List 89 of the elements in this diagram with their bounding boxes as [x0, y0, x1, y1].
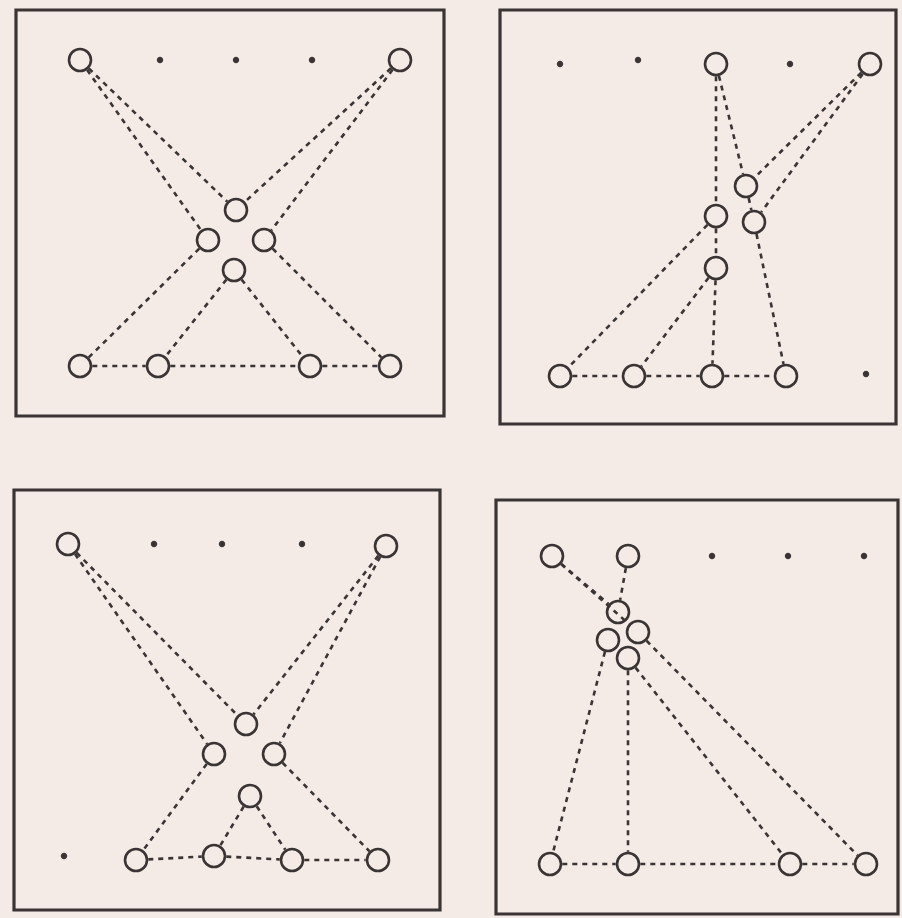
circle: [625, 619, 651, 645]
circle: [237, 783, 263, 809]
dashed-line: [170, 364, 298, 368]
dashed-line: [270, 69, 394, 231]
dashed-line: [626, 670, 630, 852]
circle: [741, 209, 767, 235]
dashed-line: [148, 855, 202, 861]
dashed-line: [164, 278, 228, 358]
circle: [201, 741, 227, 767]
dashed-line: [322, 364, 378, 368]
circle: [615, 543, 641, 569]
circle: [373, 533, 399, 559]
dashed-line: [278, 556, 382, 744]
dashed-line: [753, 71, 863, 179]
panel-frame: [494, 498, 900, 916]
circle: [615, 851, 641, 877]
circle: [773, 363, 799, 389]
dashed-line: [560, 563, 630, 625]
dashed-line: [560, 562, 610, 606]
circle: [55, 531, 81, 557]
circle: [547, 363, 573, 389]
circle: [67, 47, 93, 73]
dashed-line: [634, 666, 784, 856]
dashed-line: [562, 862, 616, 866]
circle: [605, 599, 631, 625]
circle: [145, 353, 171, 379]
dashed-line: [252, 554, 380, 716]
circle: [621, 363, 647, 389]
dashed-line: [646, 374, 700, 378]
dashed-line: [219, 805, 245, 847]
dashed-line: [760, 73, 864, 213]
circle: [377, 353, 403, 379]
circle: [777, 851, 803, 877]
dashed-line: [92, 364, 146, 368]
dashed-line: [86, 69, 202, 231]
circle: [703, 203, 729, 229]
circle: [233, 711, 259, 737]
circle: [261, 741, 287, 767]
circle: [195, 227, 221, 253]
dashed-line: [240, 278, 304, 358]
circle: [297, 353, 323, 379]
dashed-line: [226, 855, 280, 861]
dashed-line: [572, 374, 622, 378]
panel-frame: [14, 8, 446, 418]
circle: [539, 543, 565, 569]
dashed-line: [802, 862, 854, 866]
dashed-line: [73, 553, 209, 745]
dashed-line: [755, 233, 785, 365]
dashed-line: [304, 858, 366, 862]
dashed-line: [640, 277, 710, 367]
circle: [387, 47, 413, 73]
dashed-line: [717, 75, 745, 175]
panel-frame: [12, 488, 442, 912]
dashed-line: [711, 280, 717, 364]
dashed-line: [281, 761, 371, 853]
circle: [201, 843, 227, 869]
circle: [251, 227, 277, 253]
circle: [223, 197, 249, 223]
circle: [615, 645, 641, 671]
circle: [853, 851, 879, 877]
dashed-line: [567, 223, 709, 369]
circle: [221, 257, 247, 283]
circle: [279, 847, 305, 873]
dashed-line: [255, 805, 287, 851]
dashed-line: [271, 247, 383, 359]
circle: [703, 255, 729, 281]
dashed-line: [645, 639, 859, 857]
panel-frame: [498, 8, 898, 426]
circle: [699, 363, 725, 389]
dashed-line: [87, 67, 229, 203]
circle: [703, 51, 729, 77]
circle: [123, 847, 149, 873]
dashed-line: [747, 197, 753, 211]
dashed-line: [87, 247, 201, 359]
dashed-line: [551, 651, 607, 853]
dashed-line: [714, 228, 718, 256]
dashed-line: [244, 67, 392, 203]
circle: [595, 627, 621, 653]
dashed-line: [618, 567, 628, 601]
circle: [857, 51, 883, 77]
dashed-line: [142, 763, 208, 851]
circle: [67, 353, 93, 379]
circle: [537, 851, 563, 877]
dashed-line: [75, 551, 239, 717]
dashed-line: [724, 374, 774, 378]
circle: [365, 847, 391, 873]
dashed-line: [640, 862, 778, 866]
circle: [733, 173, 759, 199]
dashed-line: [714, 76, 718, 204]
